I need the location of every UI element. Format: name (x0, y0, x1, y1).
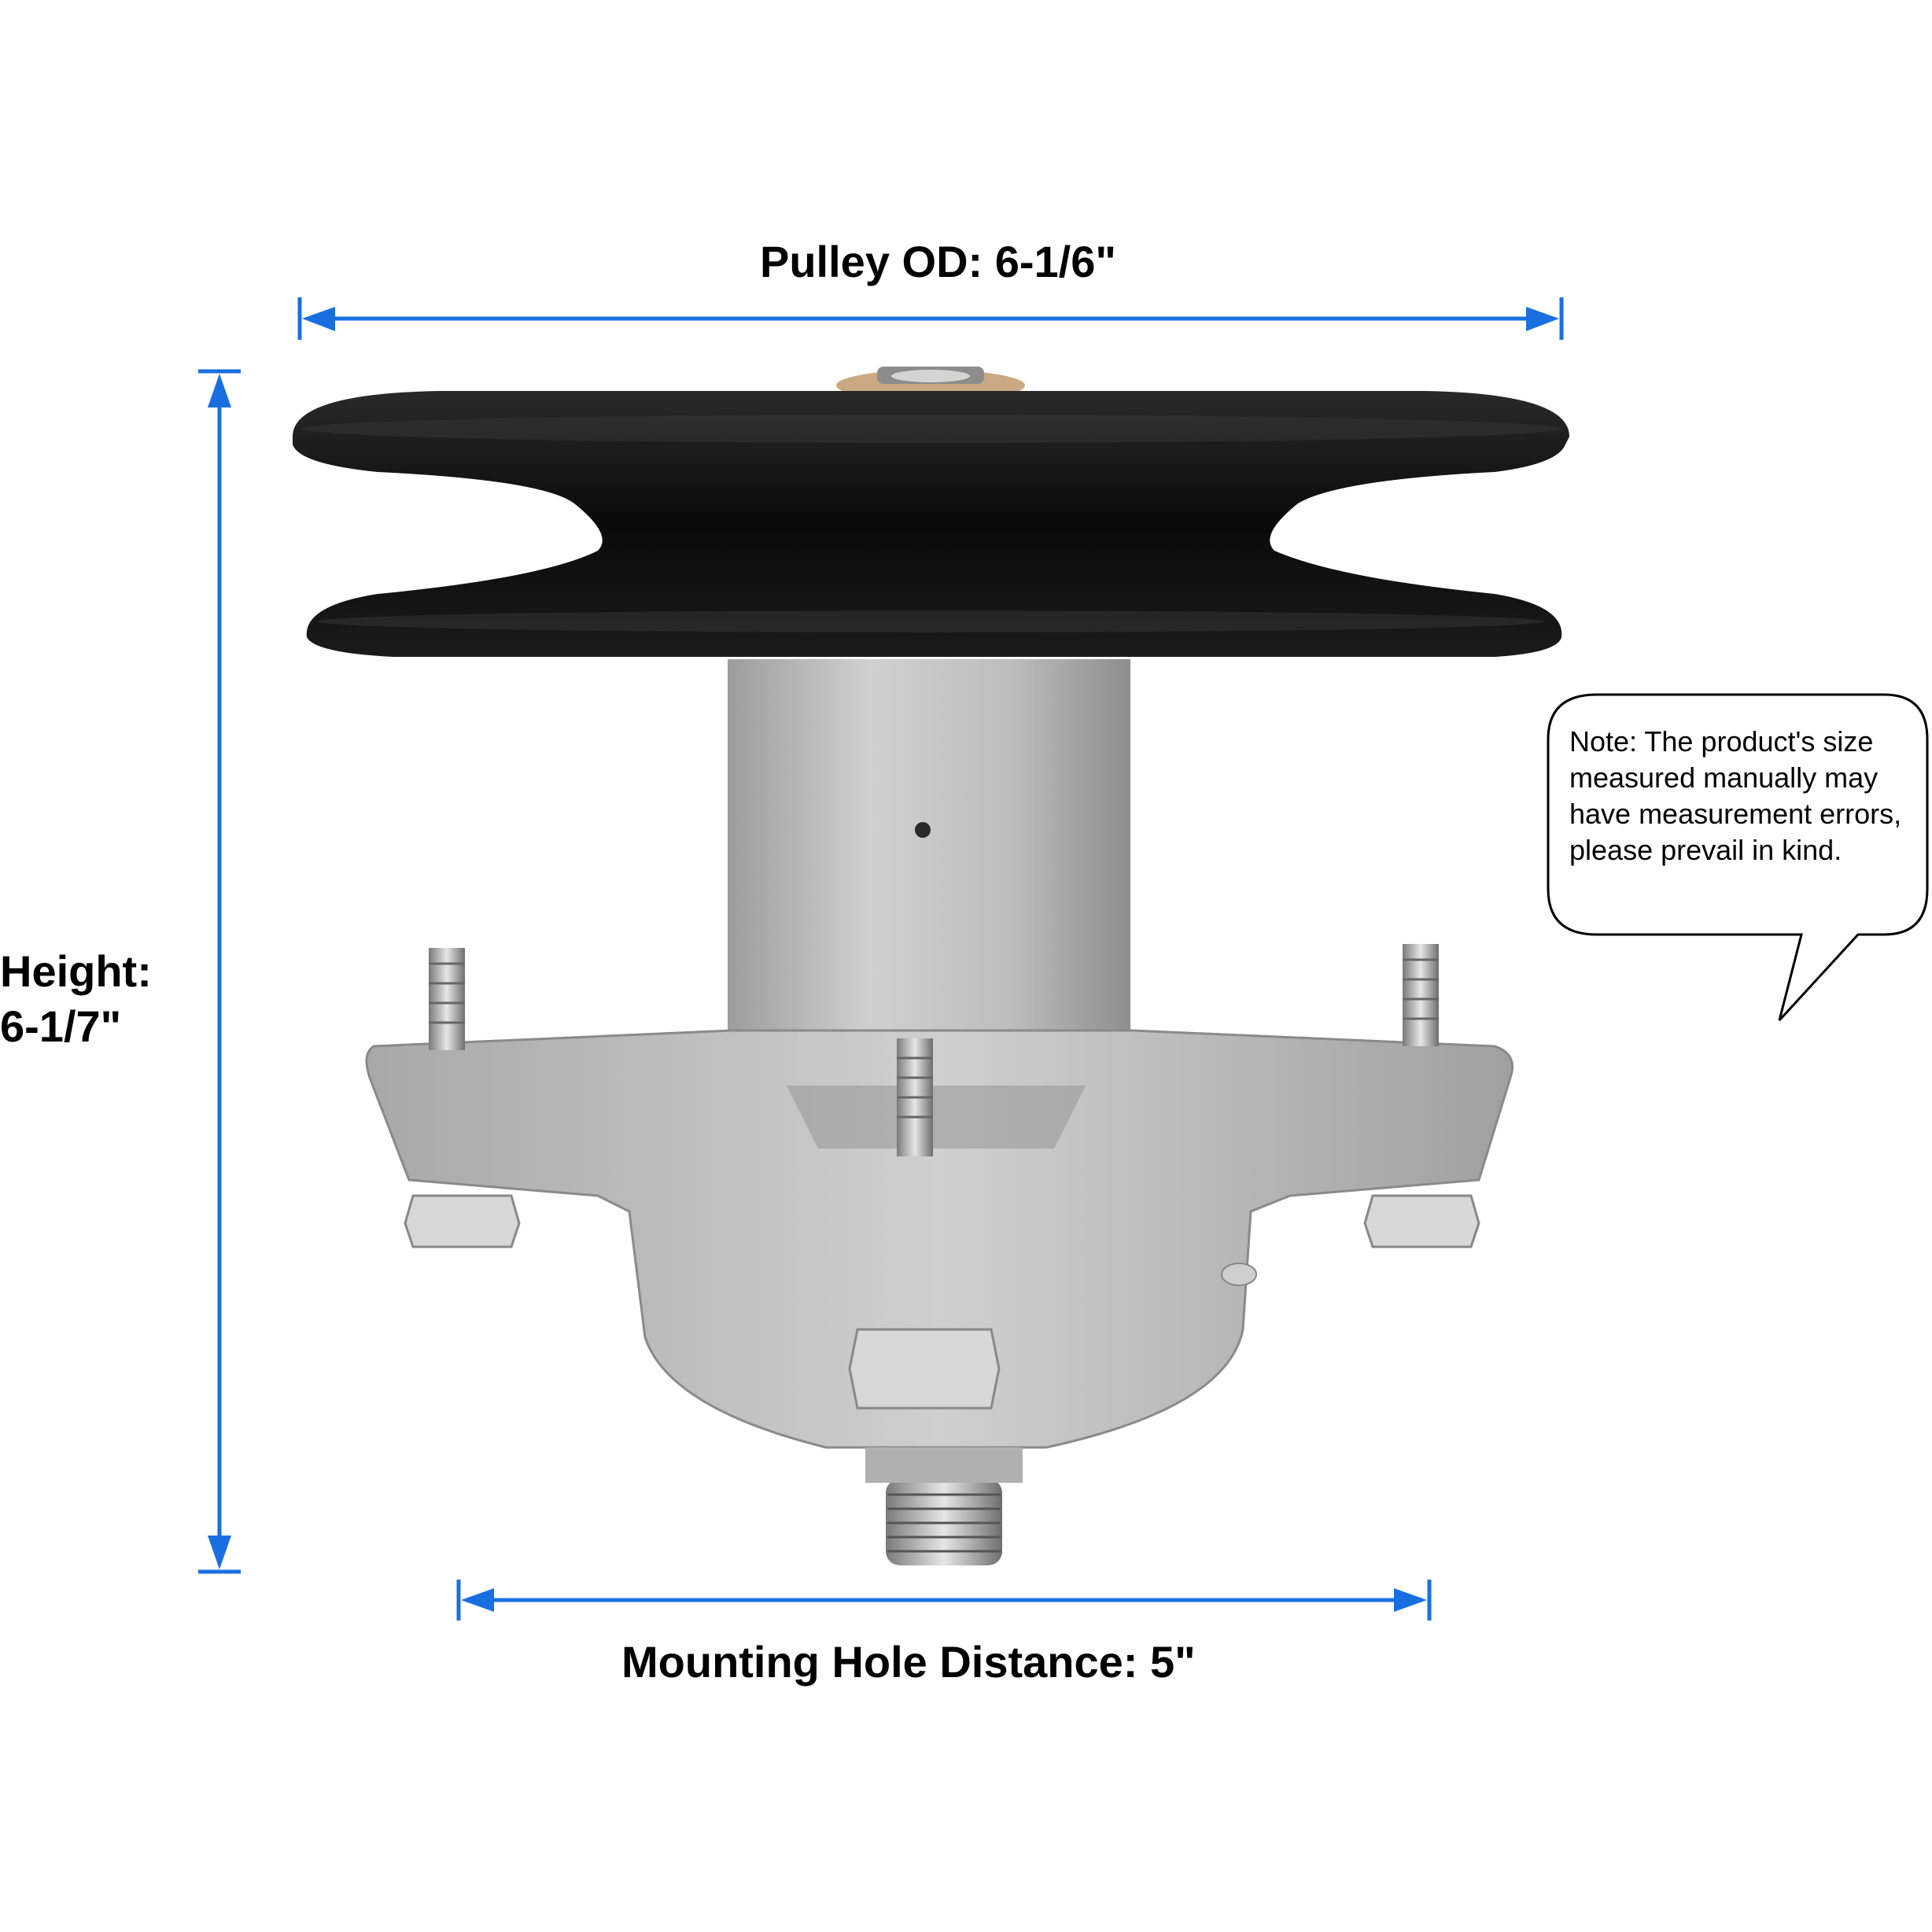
hex-nuts (404, 1194, 1480, 1410)
spindle-assembly-illustration (293, 367, 1569, 1565)
height-label-value: 6-1/7" (0, 1001, 122, 1051)
measurement-note-text: Note: The product's size measured manual… (1569, 725, 1902, 866)
mounting-hole-dimension-line (456, 1580, 1432, 1620)
mounting-studs (429, 944, 1439, 1156)
height-label: Height: 6-1/7" (0, 944, 181, 1054)
mounting-hole-distance-label: Mounting Hole Distance: 5" (621, 1637, 1196, 1687)
pulley-od-label: Pulley OD: 6-1/6" (760, 237, 1116, 286)
height-dimension-line (198, 369, 241, 1574)
pulley-od-dimension-line (297, 297, 1564, 340)
height-label-title: Height: (0, 946, 152, 996)
note-speech-bubble (1547, 693, 1929, 1022)
